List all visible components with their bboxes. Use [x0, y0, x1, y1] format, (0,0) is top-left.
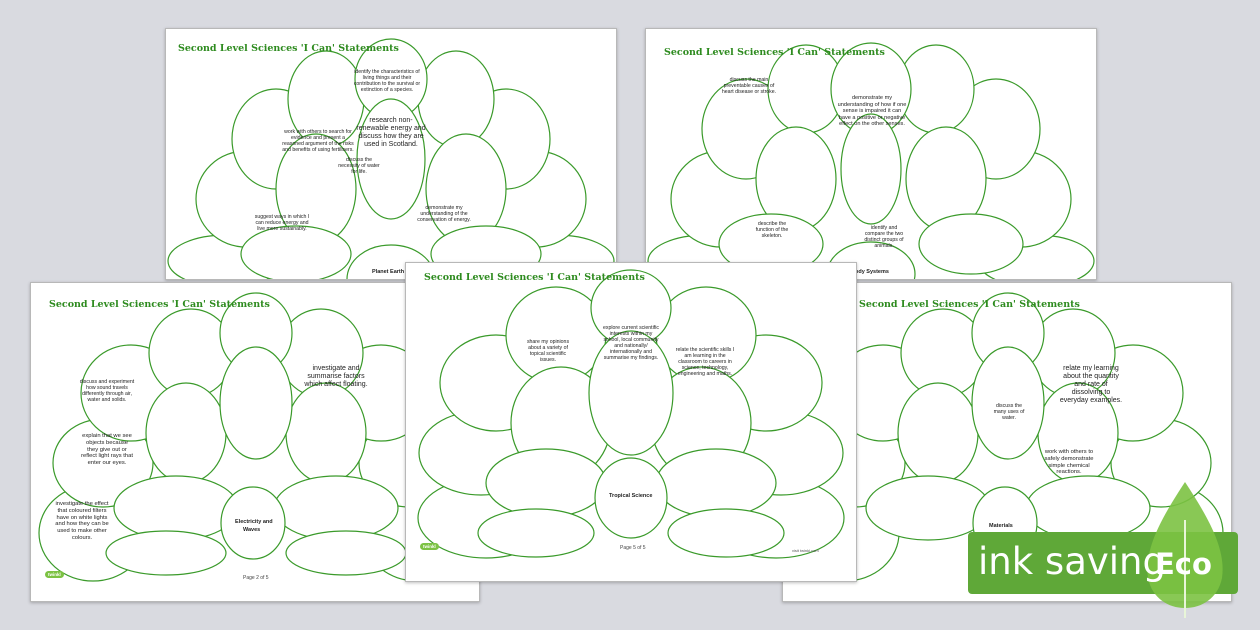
sheet-title: Second Level Sciences 'I Can' Statements [664, 47, 885, 58]
sheet-title: Second Level Sciences 'I Can' Statements [178, 43, 399, 54]
statement: share my opinions about a variety of top… [526, 339, 570, 363]
petal [219, 346, 293, 460]
petal [865, 475, 991, 541]
worksheet-planet-earth: Second Level Sciences 'I Can' Statements… [165, 28, 617, 280]
sheet-title: Second Level Sciences 'I Can' Statements [49, 299, 270, 310]
center-label: Planet Earth [372, 269, 405, 275]
leaf-icon [1147, 482, 1223, 618]
statement: relate my learning about the quantity an… [1059, 365, 1123, 404]
statement: discuss the necessity of water for life. [338, 157, 380, 175]
sheet-title: Second Level Sciences 'I Can' Statements [859, 299, 1080, 310]
statement: work with others to safely demonstrate s… [1044, 449, 1094, 476]
petal [840, 113, 902, 225]
page-number: Page 2 of 5 [243, 575, 269, 581]
petal [588, 330, 674, 456]
statement: explain that we see objects because they… [81, 433, 133, 467]
worksheet-materials: Second Level Sciences 'I Can' Statements… [782, 282, 1232, 602]
worksheet-body-systems: Second Level Sciences 'I Can' Statements… [645, 28, 1097, 280]
statement: suggest ways in which I can reduce energ… [254, 214, 310, 232]
flower-center [220, 486, 286, 560]
flower-center [594, 457, 668, 539]
petal [356, 98, 426, 220]
statement: work with others to search for evidence … [282, 129, 354, 153]
petal [918, 213, 1024, 275]
petal [1025, 475, 1151, 541]
ink-saving-label: ink saving [978, 540, 1166, 583]
statement: discuss the many uses of water. [993, 403, 1025, 421]
petal-diagram [417, 269, 845, 559]
center-label: Electricity and [235, 519, 273, 525]
statement: explore current scientific interests wit… [603, 325, 659, 361]
petal-diagram [167, 38, 615, 279]
petal [145, 382, 227, 484]
center-label: Materials [989, 523, 1013, 529]
site-url: visit twinkl.com [792, 548, 819, 553]
statement: identify the characteristics of living t… [353, 69, 421, 93]
petal-diagram [647, 42, 1095, 279]
petal [285, 382, 367, 484]
petal [655, 448, 777, 518]
petal [485, 448, 607, 518]
statement: demonstrate my understanding of the cons… [417, 205, 471, 223]
statement: relate the scientific skills I am learni… [675, 347, 735, 377]
petal [971, 346, 1045, 460]
center-label: Body Systems [851, 269, 889, 275]
petal [105, 530, 227, 576]
statement: describe the function of the skeleton. [755, 221, 789, 239]
petal [273, 475, 399, 541]
worksheet-topical-science: Second Level Sciences 'I Can' Statements… [405, 262, 857, 582]
sheet-title: Second Level Sciences 'I Can' Statements [424, 272, 645, 283]
statement: research non-renewable energy and discus… [356, 117, 426, 148]
petal [897, 382, 979, 484]
statement: discuss the main preventable causes of h… [721, 77, 777, 95]
statement: investigate the effect that coloured fil… [55, 501, 109, 541]
petal [417, 50, 495, 148]
statement: identify and compare the two distinct gr… [864, 225, 904, 249]
eco-label: Eco [1155, 547, 1212, 581]
statement: investigate and summarise factors which … [304, 365, 368, 388]
center-label: Tropical Science [609, 493, 653, 499]
center-label: Waves [243, 527, 261, 533]
petal [477, 508, 595, 558]
petal [667, 508, 785, 558]
twinkl-logo: twinkl [45, 571, 64, 578]
page-number: Page 5 of 5 [620, 545, 646, 551]
statement: discuss and experiment how sound travels… [79, 379, 135, 403]
statement: demonstrate my understanding of how if o… [837, 95, 907, 128]
petal [113, 475, 239, 541]
petal [240, 225, 352, 279]
petal [285, 530, 407, 576]
twinkl-logo: twinkl [420, 543, 439, 550]
